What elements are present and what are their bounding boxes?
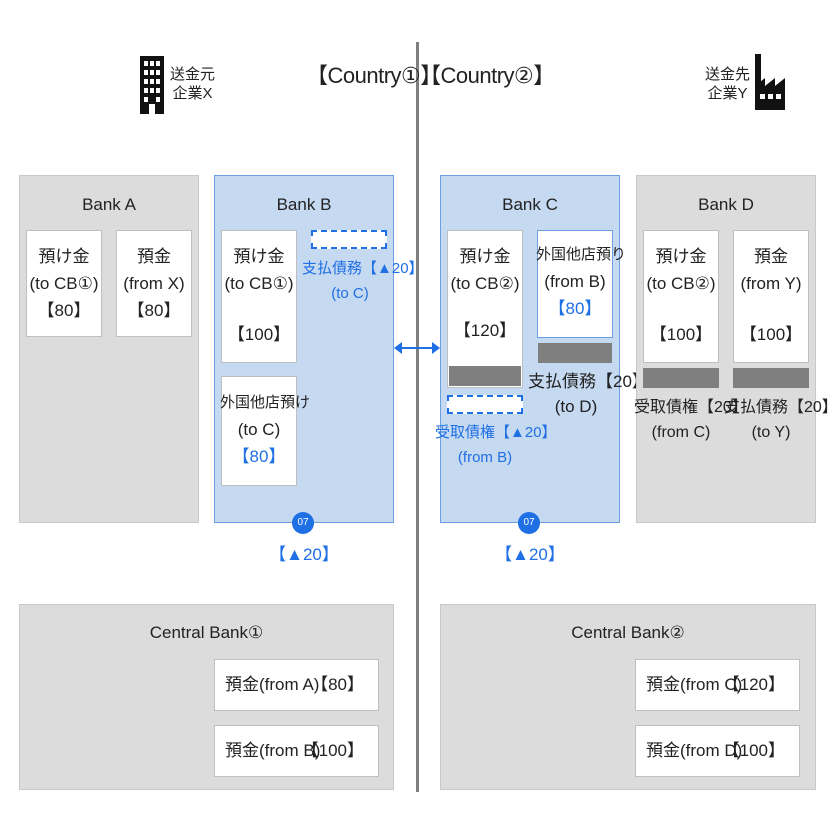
central-bank-1-row: 預金(from B) 【100】: [214, 725, 379, 777]
bank-c-liability-label: 支払債務【20】 (to D): [528, 372, 649, 416]
central-bank-2-title: Central Bank②: [571, 623, 685, 642]
bank-d-liability-bar: [733, 368, 809, 388]
bank-b-foreign-correspondent-deposit: 外国他店預け (to C) 【80】: [220, 376, 310, 486]
bank-b-title: Bank B: [276, 195, 332, 214]
bank-c-deposit-to-cb2: 預け金 (to CB②) 【120】: [447, 230, 523, 388]
bank-d-deposit-to-cb2: 預け金 (to CB②) 【100】: [643, 230, 719, 363]
bank-b-pending-liability-box: [311, 230, 387, 249]
bank-d-claim-bar: [643, 368, 719, 388]
step-badge-b: 07: [292, 512, 314, 534]
bank-b-deposit-to-cb1: 預け金 (to CB①) 【100】: [221, 230, 297, 363]
bank-b-delta: 【▲20】: [269, 545, 339, 564]
bank-c-pending-claim-box: [447, 395, 523, 414]
bank-d-title: Bank D: [698, 195, 754, 214]
bank-a-deposit-from-x: 預金 (from X) 【80】: [116, 230, 192, 337]
central-bank-1-row: 預金(from A) 【80】: [214, 659, 379, 711]
central-bank-2-row: 預金(from D) 【100】: [635, 725, 800, 777]
factory-icon: [755, 54, 785, 110]
bank-c-pending-claim-label: 受取債権【▲20】 (from B): [435, 424, 557, 466]
central-bank-2-row: 預金(from C) 【120】: [635, 659, 800, 711]
bank-d-liability-label: 支払債務【20】 (to Y): [724, 399, 833, 441]
office-building-icon: [140, 56, 164, 114]
bank-d-deposit-from-y: 預金 (from Y) 【100】: [733, 230, 809, 363]
sender-corporate-label: 送金元 企業X: [170, 66, 216, 102]
country-1-title: 【Country①】: [306, 63, 442, 88]
bank-b-pending-liability-label: 支払債務【▲20】 (to C): [302, 260, 424, 302]
bank-c-reduced-deposit-bar: [449, 366, 521, 386]
bank-c-liability-bar: [538, 343, 612, 363]
bank-c-foreign-correspondent-liability: 外国他店預り (from B) 【80】: [536, 230, 626, 338]
central-bank-1-title: Central Bank①: [149, 623, 264, 642]
bank-c-delta: 【▲20】: [495, 545, 565, 564]
country-2-title: 【Country②】: [419, 63, 555, 88]
bank-a-panel: Bank A: [19, 175, 199, 523]
bank-a-title: Bank A: [82, 195, 136, 214]
country-divider: [416, 42, 419, 792]
step-badge-c: 07: [518, 512, 540, 534]
bank-d-claim-label: 受取債権【20】 (from C): [634, 399, 748, 441]
double-arrow-icon: [394, 342, 440, 354]
receiver-corporate-label: 送金先 企業Y: [705, 66, 751, 102]
bank-c-title: Bank C: [502, 195, 558, 214]
bank-a-deposit-to-cb1: 預け金 (to CB①) 【80】: [26, 230, 102, 337]
